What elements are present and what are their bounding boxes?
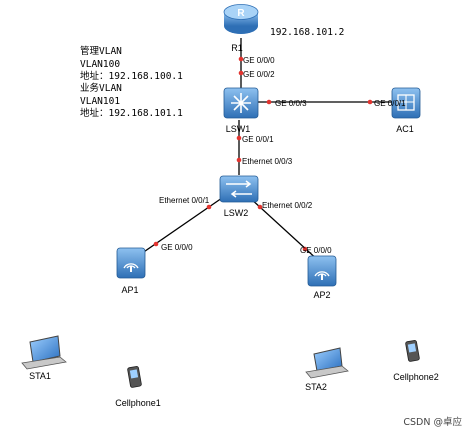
ac-grid-lines [398, 95, 414, 110]
r1-label: R1 [231, 43, 243, 53]
ap2-label: AP2 [313, 290, 330, 300]
mgmt-vlan-address: 地址：192.168.100.1 [80, 70, 183, 82]
ap-ap1[interactable] [116, 247, 146, 279]
access-point-icon [116, 247, 146, 279]
switch-icon [219, 175, 259, 203]
port-point [367, 99, 373, 105]
port-label: GE 0/0/2 [243, 70, 275, 79]
service-vlan-address: 地址：192.168.101.1 [80, 107, 183, 119]
switch-lsw2[interactable] [219, 175, 259, 203]
port-label: GE 0/0/0 [300, 246, 332, 255]
router-icon-glyph: R [237, 8, 245, 19]
port-point [153, 241, 159, 247]
port-label: Ethernet 0/0/3 [242, 157, 293, 166]
cellphone-screen-icon [129, 369, 139, 379]
lsw2-label: LSW2 [224, 208, 249, 218]
switch-arrows-icon [231, 93, 251, 113]
laptop-keyboard-icon [21, 356, 67, 370]
port-point [238, 70, 244, 76]
controller-ac1[interactable] [391, 87, 421, 119]
laptop-sta1[interactable] [21, 335, 67, 370]
switch-arrows-icon [226, 180, 252, 198]
port-point [266, 99, 272, 105]
port-label: Ethernet 0/0/2 [262, 201, 313, 210]
port-point [238, 56, 244, 62]
lsw1-label: LSW1 [226, 124, 251, 134]
mgmt-vlan-title: 管理VLAN [80, 45, 122, 57]
phone-cellphone2[interactable] [405, 340, 420, 362]
port-point [236, 135, 242, 141]
port-point [206, 204, 212, 210]
laptop-sta2[interactable] [305, 347, 349, 379]
port-label: GE 0/0/1 [242, 135, 274, 144]
port-point [257, 204, 263, 210]
port-label: GE 0/0/0 [243, 56, 275, 65]
router-icon [223, 4, 259, 20]
link-lsw2-ap2 [249, 197, 321, 263]
cellphone1-label: Cellphone1 [115, 398, 161, 408]
antenna-icon [321, 274, 323, 280]
ap1-label: AP1 [121, 285, 138, 295]
ap-ap2[interactable] [307, 255, 337, 287]
laptop-keyboard-icon [305, 365, 349, 379]
watermark: CSDN @卓应 [403, 416, 462, 428]
port-point [236, 157, 242, 163]
sta2-label: STA2 [305, 382, 327, 392]
router-r1[interactable]: R [223, 4, 259, 35]
service-vlan-title: 业务VLAN [80, 82, 122, 94]
access-point-icon [307, 255, 337, 287]
sta1-label: STA1 [29, 371, 51, 381]
vlan-notes: 管理VLAN VLAN100 地址：192.168.100.1 业务VLAN V… [80, 45, 183, 119]
mgmt-vlan-id: VLAN100 [80, 59, 120, 70]
port-point [302, 246, 308, 252]
port-label: GE 0/0/1 [374, 99, 406, 108]
ac1-label: AC1 [396, 124, 414, 134]
r1-ip: 192.168.101.2 [270, 27, 344, 38]
port-label: Ethernet 0/0/1 [159, 196, 210, 205]
cellphone-screen-icon [407, 343, 417, 353]
port-points [153, 56, 373, 252]
port-label: GE 0/0/0 [161, 243, 193, 252]
port-label: GE 0/0/3 [275, 99, 307, 108]
service-vlan-id: VLAN101 [80, 96, 120, 107]
antenna-icon [130, 266, 132, 272]
laptop-icon [29, 335, 61, 363]
cellphone2-label: Cellphone2 [393, 372, 439, 382]
switch-lsw1[interactable] [223, 87, 259, 119]
phone-cellphone1[interactable] [127, 366, 142, 388]
